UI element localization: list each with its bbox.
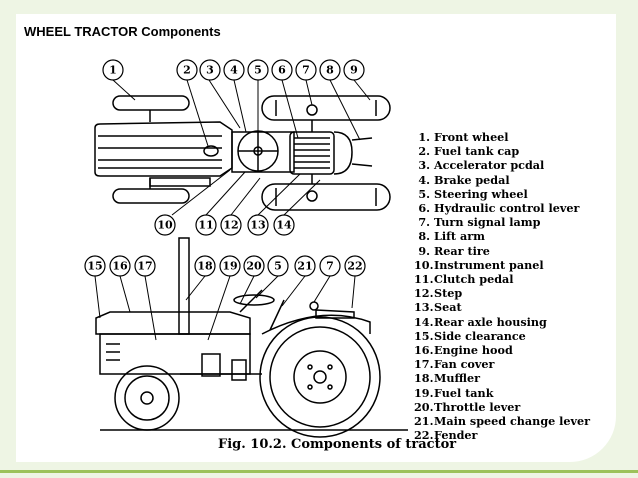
legend-item: 14.Rear axle housing [414,314,547,329]
balloon-20: 20 [243,255,265,277]
legend-item: 5.Steering wheel [418,186,528,201]
legend-item: 17.Fan cover [414,357,495,372]
top-view-drawing [94,95,391,211]
balloon-13: 13 [247,214,269,236]
balloon-15: 15 [84,255,106,277]
svg-text:2: 2 [183,64,191,77]
balloon-2: 2 [176,59,198,81]
balloon-5: 5 [247,59,269,81]
svg-text:8: 8 [326,64,334,77]
balloon-6: 6 [271,59,293,81]
balloon-4: 4 [223,59,245,81]
component-legend: 1.Front wheel 2.Fuel tank cap 3.Accelera… [414,130,614,442]
balloon-7: 7 [295,59,317,81]
svg-text:3: 3 [206,64,214,77]
content-card [16,14,616,462]
svg-text:16: 16 [112,260,128,273]
svg-text:18: 18 [197,260,213,273]
svg-text:7: 7 [326,260,334,273]
balloon-18: 18 [194,255,216,277]
balloon-3: 3 [199,59,221,81]
legend-item: 12.Step [414,286,463,301]
balloon-8: 8 [319,59,341,81]
balloon-11: 11 [195,214,217,236]
balloon-1: 1 [102,59,124,81]
legend-item: 22.Fender [414,428,478,443]
balloon-10: 10 [154,214,176,236]
svg-text:6: 6 [278,64,286,77]
legend-item: 4.Brake pedal [418,172,510,187]
svg-text:17: 17 [137,260,152,273]
balloon-7-side: 7 [319,255,341,277]
balloon-19: 19 [219,255,241,277]
legend-item: 20.Throttle lever [414,399,521,414]
balloon-21: 21 [294,255,316,277]
svg-text:5: 5 [274,260,282,273]
svg-text:7: 7 [302,64,310,77]
figure-caption: Fig. 10.2. Components of tractor [218,437,457,452]
svg-text:9: 9 [350,64,358,77]
legend-item: 6.Hydraulic control lever [418,201,580,216]
svg-text:14: 14 [276,219,292,232]
svg-text:13: 13 [250,219,265,232]
legend-item: 8.Lift arm [418,229,485,244]
legend-item: 11.Clutch pedal [414,272,514,287]
legend-item: 15.Side clearance [414,328,526,343]
slide-title: WHEEL TRACTOR Components [24,24,221,39]
svg-text:21: 21 [297,260,312,273]
side-view-drawing [95,237,408,438]
legend-item: 1.Front wheel [418,130,509,144]
footer-accent-bar [0,470,638,473]
svg-text:4: 4 [230,64,238,77]
svg-text:22: 22 [347,260,362,273]
legend-item: 18.Muffler [414,371,481,386]
legend-item: 13.Seat [414,300,462,315]
legend-item: 2.Fuel tank cap [418,144,520,159]
svg-text:5: 5 [254,64,262,77]
balloon-14: 14 [273,214,295,236]
balloon-5-side: 5 [267,255,289,277]
legend-item: 3.Accelerator pcdal [418,158,545,173]
legend-item: 9.Rear tire [418,243,490,258]
svg-text:15: 15 [87,260,102,273]
svg-text:19: 19 [222,260,237,273]
svg-text:1: 1 [109,64,117,77]
balloon-12: 12 [220,214,242,236]
legend-item: 10.Instrument panel [414,257,544,272]
legend-item: 19.Fuel tank [414,385,494,400]
side-view-balloons: 15 16 17 18 19 20 5 21 7 22 [84,255,366,277]
balloon-17: 17 [134,255,156,277]
svg-text:12: 12 [223,219,238,232]
svg-text:11: 11 [198,219,213,232]
legend-item: 21.Main speed change lever [414,414,591,429]
legend-item: 16.Engine hood [414,343,513,358]
balloon-16: 16 [109,255,131,277]
balloon-9: 9 [343,59,365,81]
legend-item: 7.Turn signal lamp [418,215,541,230]
balloon-22: 22 [344,255,366,277]
top-view-balloons: 1 2 3 4 5 6 7 8 9 10 11 12 13 14 [102,59,365,236]
svg-text:20: 20 [246,260,262,273]
svg-text:10: 10 [157,219,173,232]
